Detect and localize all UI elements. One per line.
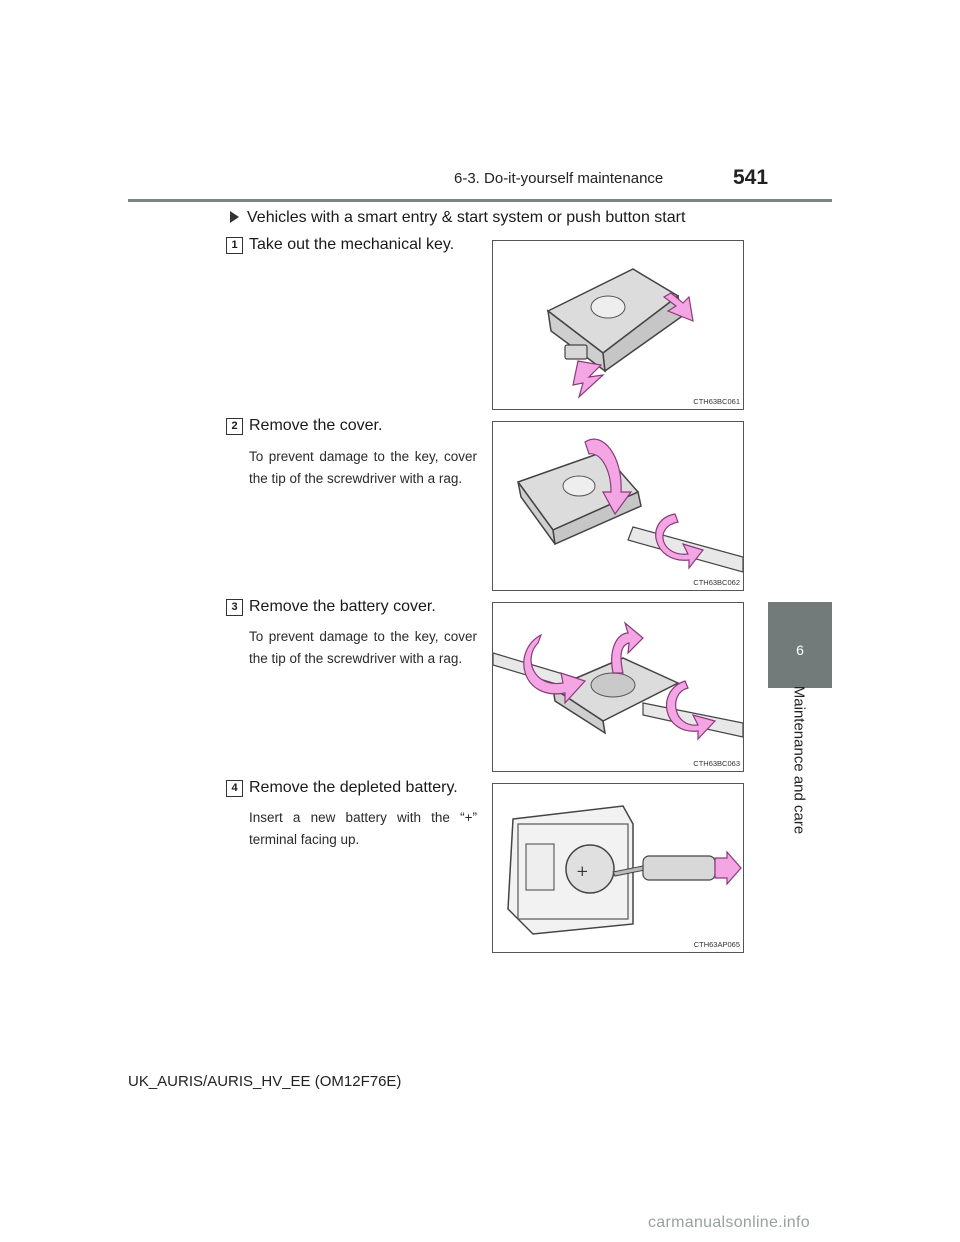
key-remove-battery-cover-illustration — [493, 621, 743, 741]
key-remove-cover-illustration — [516, 438, 743, 573]
document-footer: UK_AURIS/AURIS_HV_EE (OM12F76E) — [128, 1073, 402, 1090]
header-section-title: 6-3. Do-it-yourself maintenance — [454, 170, 664, 187]
key-remove-battery-illustration: + — [507, 805, 742, 935]
step-title: Remove the depleted battery. — [249, 779, 458, 796]
figure-code: CTH63BC061 — [693, 397, 740, 406]
vehicle-heading-text: Vehicles with a smart entry & start syst… — [247, 209, 686, 226]
vehicle-heading: Vehicles with a smart entry & start syst… — [230, 209, 685, 227]
chapter-tab-number: 6 — [796, 642, 804, 658]
step-title: Remove the cover. — [249, 417, 383, 434]
step-number-badge: 3 — [226, 599, 243, 616]
svg-text:+: + — [576, 862, 589, 880]
step-number-badge: 2 — [226, 418, 243, 435]
triangle-bullet-icon — [230, 211, 239, 223]
figure-code: CTH63BC063 — [693, 759, 740, 768]
step-number-badge: 4 — [226, 780, 243, 797]
step-note: To prevent damage to the key, cover the … — [249, 629, 477, 666]
watermark: carmanualsonline.info — [648, 1214, 810, 1231]
figure-code: CTH63BC062 — [693, 578, 740, 587]
chapter-tab-title: Maintenance and care — [790, 685, 808, 835]
step-figure: CTH63BC063 — [492, 602, 744, 772]
step-figure: + CTH63AP065 — [492, 783, 744, 953]
step-note: Insert a new battery with the “+” termin… — [249, 810, 477, 847]
step-figure: CTH63BC062 — [492, 421, 744, 591]
step-title: Remove the battery cover. — [249, 598, 436, 615]
figure-code: CTH63AP065 — [693, 940, 740, 949]
step-number-badge: 1 — [226, 237, 243, 254]
step-figure: CTH63BC061 — [492, 240, 744, 410]
step-note: To prevent damage to the key, cover the … — [249, 449, 477, 486]
chapter-tab: 6 — [768, 602, 832, 688]
key-remove-mechanical-key-illustration — [546, 268, 694, 399]
step-title: Take out the mechanical key. — [249, 236, 455, 253]
page-number: 541 — [733, 166, 769, 189]
header-rule — [128, 199, 832, 202]
